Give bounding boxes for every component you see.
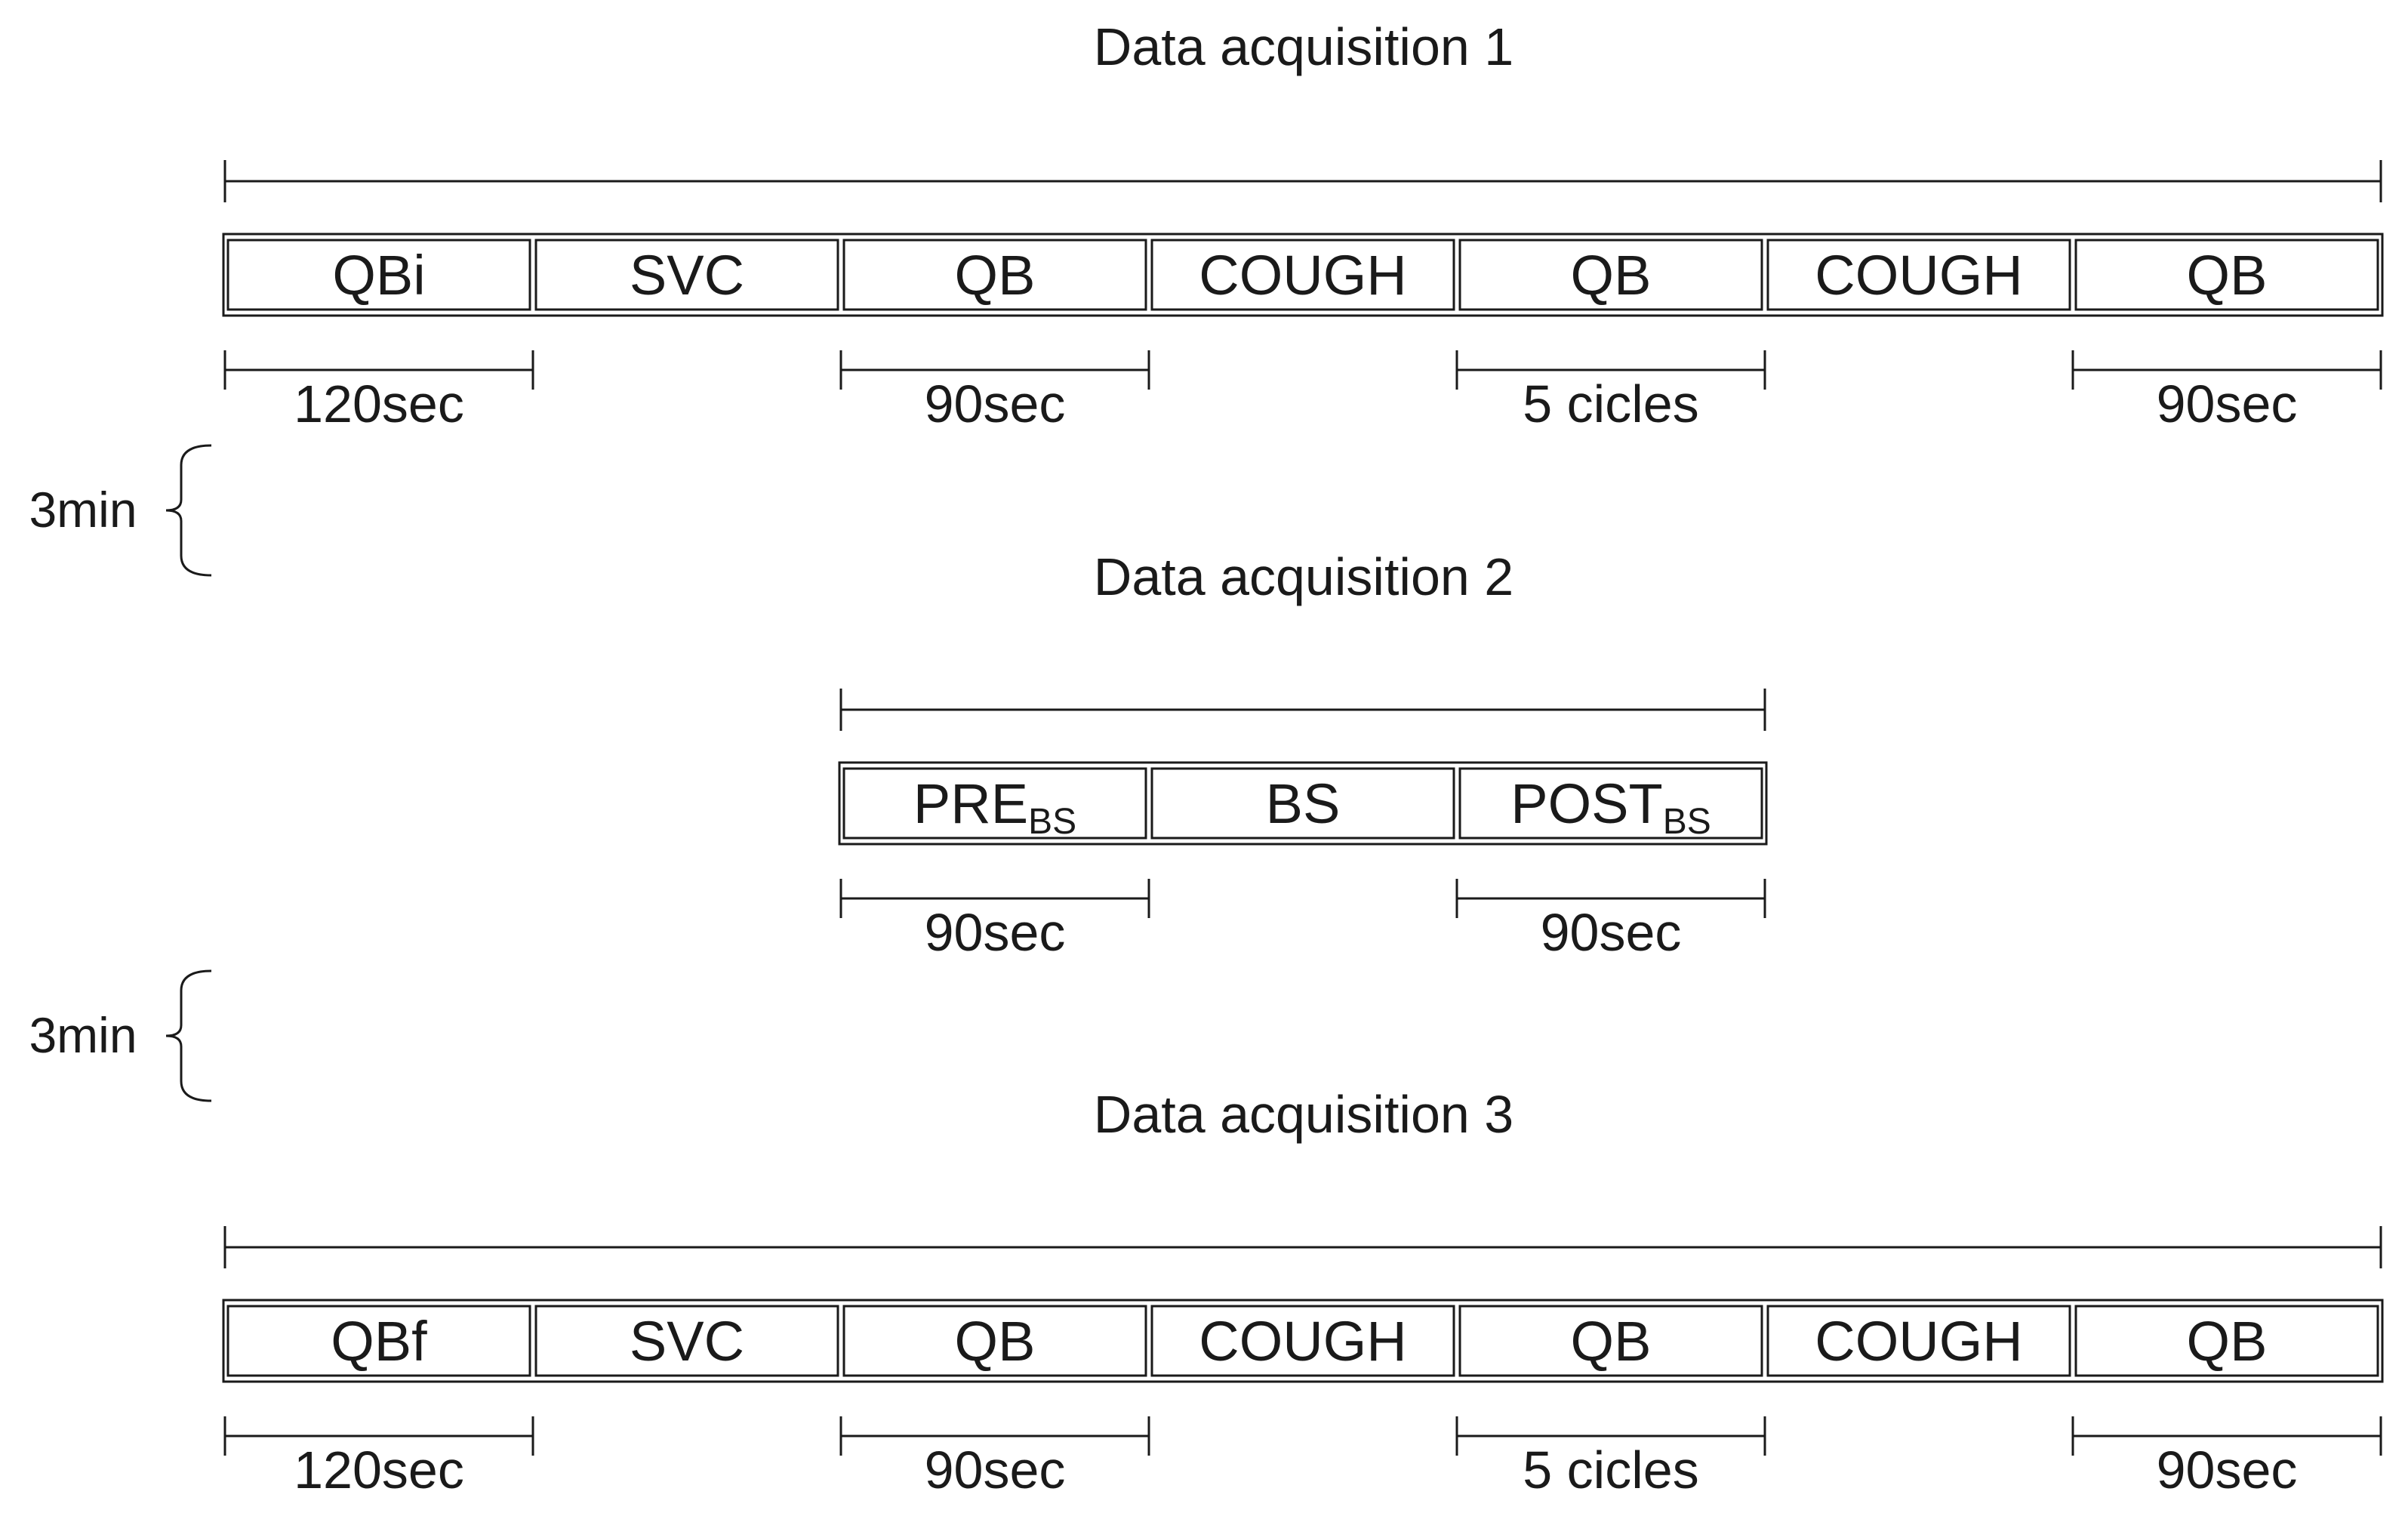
segment-box: QB <box>842 1305 1147 1377</box>
total-span-bracket <box>223 1226 2382 1268</box>
segment-label: QB <box>955 244 1036 307</box>
duration-bracket: 90sec <box>2071 1416 2382 1499</box>
duration-label: 90sec <box>2157 374 2298 433</box>
curly-brace <box>165 969 212 1102</box>
duration-bracket: 120sec <box>223 1416 534 1499</box>
timeline-frame <box>838 761 1768 846</box>
segment-box: QB <box>842 239 1147 311</box>
segment-box: COUGH <box>1766 1305 2071 1377</box>
segment-box: QB <box>2074 1305 2379 1377</box>
segment-label: QB <box>2187 244 2268 307</box>
segment-label: QBi <box>332 244 425 307</box>
segment-label: COUGH <box>1815 244 2022 307</box>
segment-label: QB <box>2187 1310 2268 1373</box>
segment-label: QB <box>955 1310 1036 1373</box>
segment-label: COUGH <box>1815 1310 2022 1373</box>
segment-box: BS <box>1150 767 1455 840</box>
acquisition-3: Data acquisition 3 QBf SVC QB COUGH QB COUGH QB… <box>222 1085 2384 1499</box>
duration-label: 120sec <box>294 1441 464 1499</box>
segment-box: COUGH <box>1766 239 2071 311</box>
gap-label: 3min <box>29 482 137 538</box>
gap-3min: 3min <box>29 969 212 1102</box>
total-span-bracket <box>223 160 2382 202</box>
duration-bracket: 5 cicles <box>1455 350 1766 433</box>
duration-label: 5 cicles <box>1523 1441 1698 1499</box>
duration-label: 90sec <box>1541 903 1682 962</box>
gap-3min: 3min <box>29 444 212 577</box>
segment-box: PREBS <box>842 767 1147 842</box>
duration-bracket: 90sec <box>1455 879 1766 962</box>
acquisition-title: Data acquisition 2 <box>1094 547 1513 606</box>
duration-bracket: 120sec <box>223 350 534 433</box>
duration-bracket: 90sec <box>839 1416 1150 1499</box>
segment-label: QB <box>1571 1310 1652 1373</box>
segment-label: SVC <box>630 1310 744 1373</box>
timeline-frame <box>222 1299 2384 1383</box>
duration-label: 90sec <box>2157 1441 2298 1499</box>
total-span-bracket <box>839 689 1766 731</box>
segment-label: PREBS <box>913 772 1076 842</box>
segment-subscript: BS <box>1663 802 1711 842</box>
segment-box: COUGH <box>1150 1305 1455 1377</box>
segment-label: COUGH <box>1199 1310 1406 1373</box>
segment-label: BS <box>1266 772 1341 835</box>
duration-label: 90sec <box>925 374 1066 433</box>
acquisition-1: Data acquisition 1 QBi SVC QB COUGH QB COUGH QB… <box>222 17 2384 433</box>
segment-box: POSTBS <box>1458 767 1763 842</box>
segment-box: QB <box>1458 239 1763 311</box>
segment-label: QB <box>1571 244 1652 307</box>
segment-label: COUGH <box>1199 244 1406 307</box>
segment-label: POSTBS <box>1510 772 1711 842</box>
duration-label: 90sec <box>925 903 1066 962</box>
duration-label: 120sec <box>294 374 464 433</box>
duration-bracket: 90sec <box>2071 350 2382 433</box>
segment-box: QB <box>2074 239 2379 311</box>
duration-bracket: 90sec <box>839 350 1150 433</box>
segment-label: SVC <box>630 244 744 307</box>
segment-box: QB <box>1458 1305 1763 1377</box>
segment-box: QBi <box>226 239 531 311</box>
acquisition-title: Data acquisition 3 <box>1094 1085 1513 1144</box>
gap-label: 3min <box>29 1007 137 1063</box>
segment-box: QBf <box>226 1305 531 1377</box>
duration-bracket: 5 cicles <box>1455 1416 1766 1499</box>
curly-brace <box>165 444 212 577</box>
duration-label: 90sec <box>925 1441 1066 1499</box>
segment-box: COUGH <box>1150 239 1455 311</box>
duration-label: 5 cicles <box>1523 374 1698 433</box>
acquisition-title: Data acquisition 1 <box>1094 17 1513 76</box>
segment-box: SVC <box>534 239 839 311</box>
segment-subscript: BS <box>1028 802 1076 842</box>
segment-box: SVC <box>534 1305 839 1377</box>
timeline-frame <box>222 233 2384 317</box>
duration-bracket: 90sec <box>839 879 1150 962</box>
segment-label: QBf <box>331 1310 427 1373</box>
